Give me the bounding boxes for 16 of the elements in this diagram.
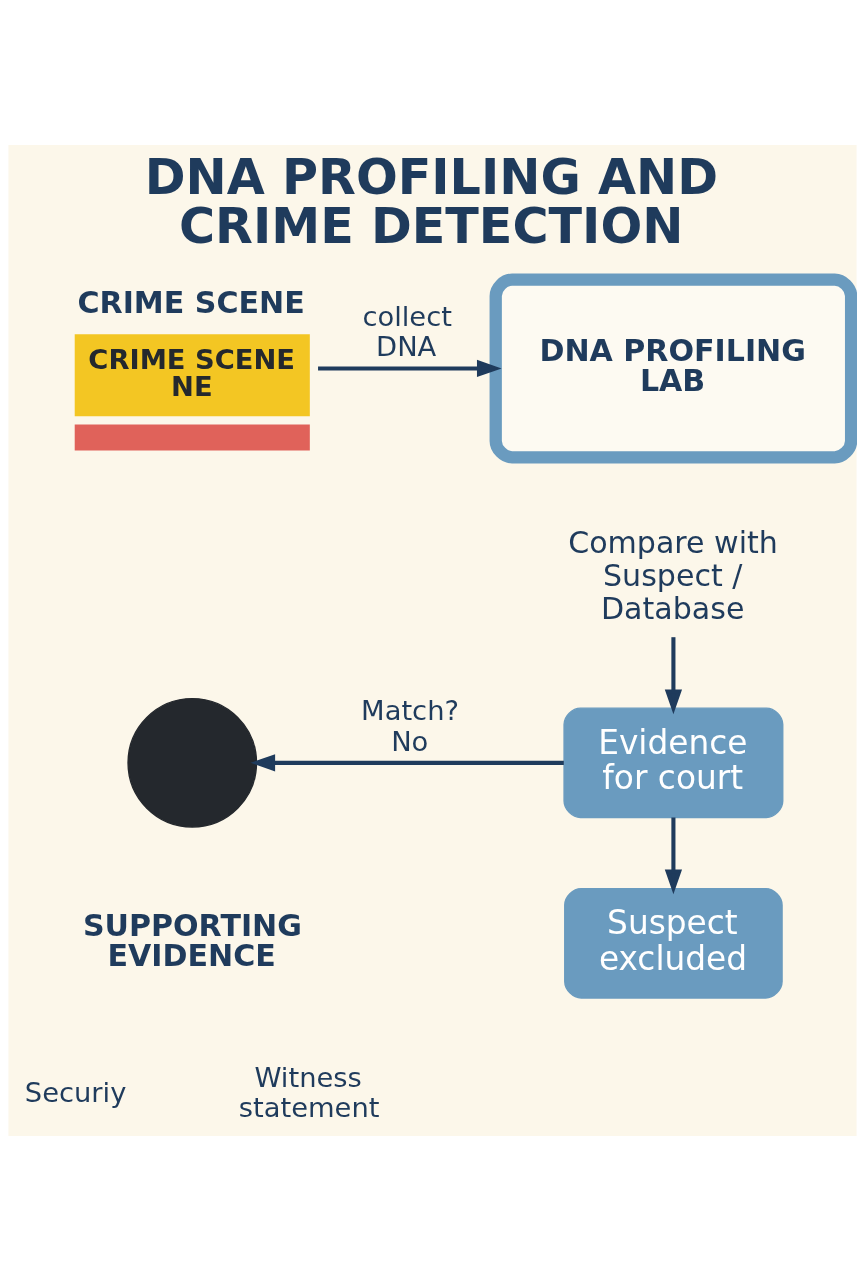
edge-label: Match? No (361, 694, 459, 757)
node-box: Evidence for court (563, 706, 784, 818)
label: Securiy (24, 1076, 127, 1108)
arrow (664, 636, 683, 714)
node-label: CRIME SCENE (77, 284, 305, 320)
label: SUPPORTING EVIDENCE (82, 907, 302, 973)
node-person (127, 697, 258, 828)
diagram-title: DNA PROFILING AND CRIME DETECTION (144, 147, 718, 255)
node-box: Suspect excluded (564, 887, 783, 999)
arrow (664, 817, 683, 894)
label: Witness statement (238, 1061, 380, 1123)
node-box: DNA PROFILING LAB (489, 273, 857, 463)
arrow (318, 359, 502, 377)
edge-label: collect DNA (362, 300, 452, 362)
node-text: Compare with Suspect / Database (568, 524, 778, 626)
arrow (250, 753, 564, 771)
